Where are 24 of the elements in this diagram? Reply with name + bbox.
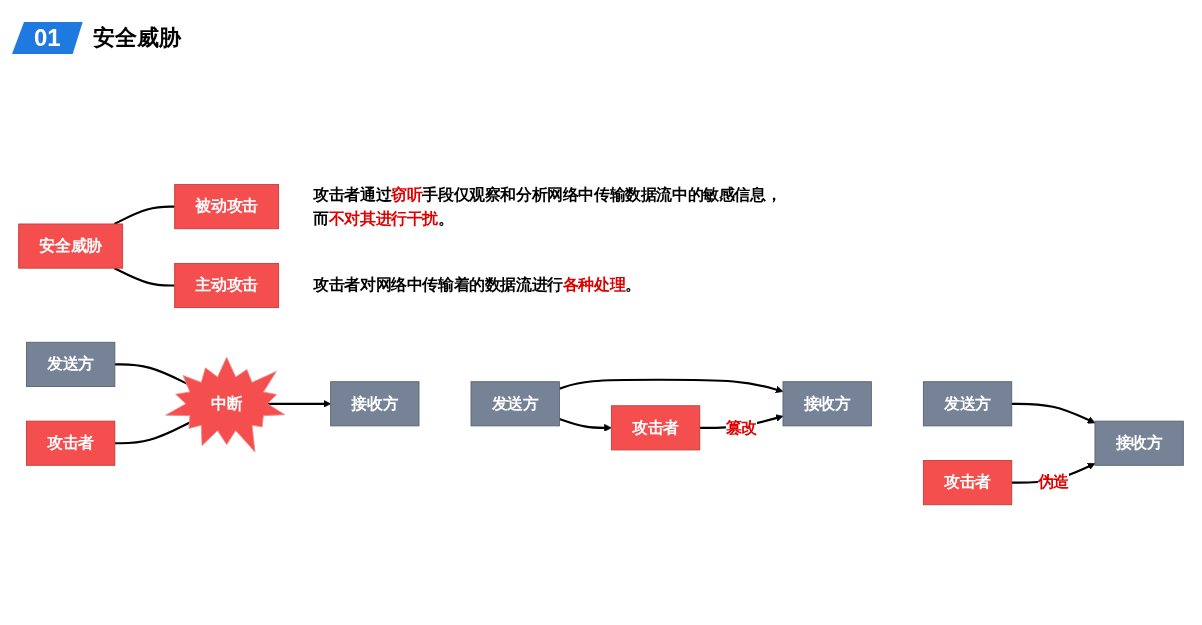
node-box: 接收方 [330,381,420,427]
description-text: 攻击者通过窃听手段仅观察和分析网络中传输数据流中的敏感信息，而不对其进行干扰。 [313,184,782,229]
arrow [559,417,612,432]
arrow [559,378,784,394]
connector [113,205,175,225]
node-box: 攻击者 [922,460,1013,506]
node-box: 接收方 [1094,420,1184,466]
section-number: 01 [12,22,83,54]
node-box: 发送方 [470,381,560,427]
description-text: 攻击者对网络中传输着的数据流进行各种处理。 [313,275,642,296]
node-box: 攻击者 [26,420,116,466]
node-box: 主动攻击 [174,262,280,309]
node-box: 被动攻击 [174,184,280,230]
node-box: 攻击者 [610,405,701,451]
edge-label: 伪造 [1037,473,1069,491]
edge-label: 篡改 [725,418,757,437]
node-box: 发送方 [26,341,116,387]
arrow [1011,402,1096,424]
node-box: 发送方 [922,381,1013,427]
node-box: 接收方 [782,381,872,427]
section-title: 安全威胁 [92,24,181,52]
connector [114,421,191,445]
node-box: 安全威胁 [18,223,124,269]
connector [113,267,175,287]
